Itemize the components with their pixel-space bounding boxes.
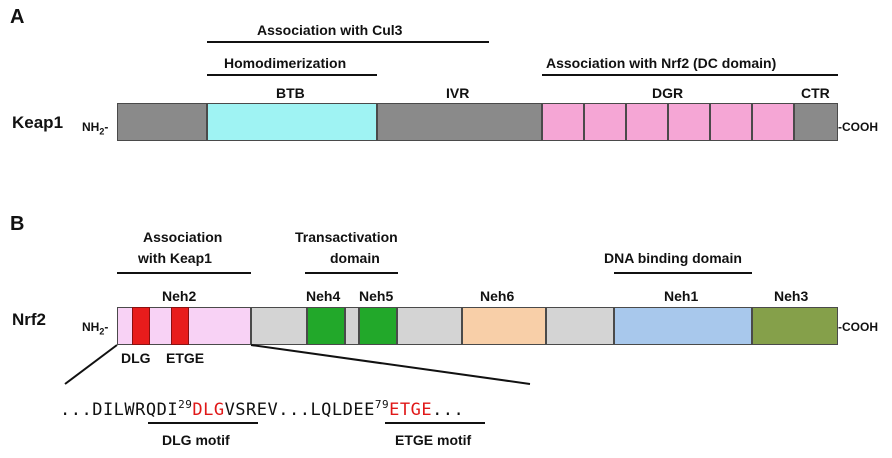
dgr-repeat <box>710 103 752 141</box>
dgr-repeat <box>626 103 668 141</box>
neh2-sequence: ...DILWRQDI29DLGVSREV...LQLDEE79ETGE... <box>60 398 465 420</box>
dgr-repeat <box>752 103 794 141</box>
etge-motif-label: ETGE motif <box>395 432 472 448</box>
neh2-label: Neh2 <box>162 288 197 304</box>
etge-motif-box <box>171 307 189 345</box>
dlg-motif-box <box>132 307 150 345</box>
keap1-label: Keap1 <box>12 113 64 132</box>
dlg-motif-bracket <box>148 422 258 424</box>
association-keap1-bracket <box>117 272 251 274</box>
neh5-label: Neh5 <box>359 288 394 304</box>
ivr-label: IVR <box>446 85 470 101</box>
dna-binding-bracket <box>614 272 752 274</box>
panel-b-label: B <box>10 213 25 235</box>
btb-label: BTB <box>276 85 305 101</box>
zoom-line-left <box>64 344 118 385</box>
association-keap1-label-line2: with Keap1 <box>138 250 212 266</box>
dgr-repeat <box>542 103 584 141</box>
neh1-label: Neh1 <box>664 288 699 304</box>
association-nrf2-label: Association with Nrf2 (DC domain) <box>546 55 777 71</box>
nrf2-label: Nrf2 <box>12 310 47 329</box>
transactivation-label-line2: domain <box>330 250 380 266</box>
zoom-line-right <box>250 344 531 385</box>
ivr-domain <box>377 103 542 141</box>
linker-segment <box>345 307 359 345</box>
neh1-domain <box>614 307 752 345</box>
nrf2-nterm-label: NH2- <box>82 320 109 337</box>
dgr-repeat <box>584 103 626 141</box>
association-keap1-label-line1: Association <box>143 229 223 245</box>
dna-binding-label: DNA binding domain <box>604 250 742 266</box>
etge-label: ETGE <box>166 350 205 366</box>
linker-segment <box>546 307 614 345</box>
btb-domain <box>207 103 377 141</box>
neh4-label: Neh4 <box>306 288 341 304</box>
neh4-domain <box>307 307 345 345</box>
keap1-nterm-label: NH2- <box>82 120 109 137</box>
neh3-label: Neh3 <box>774 288 809 304</box>
dlg-motif-label: DLG motif <box>162 432 230 448</box>
nrf2-cterm-label: -COOH <box>838 320 878 334</box>
panel-a-label: A <box>10 6 25 28</box>
etge-motif-bracket <box>385 422 485 424</box>
keap1-cterm-label: -COOH <box>838 120 878 134</box>
neh3-domain <box>752 307 838 345</box>
association-cul3-label: Association with Cul3 <box>257 22 403 38</box>
dgr-repeat <box>668 103 710 141</box>
dgr-label: DGR <box>652 85 684 101</box>
association-nrf2-bracket <box>542 74 838 76</box>
neh5-domain <box>359 307 397 345</box>
dlg-label: DLG <box>121 350 151 366</box>
association-cul3-bracket <box>207 41 489 43</box>
linker-segment <box>397 307 462 345</box>
neh6-label: Neh6 <box>480 288 515 304</box>
homodimerization-bracket <box>207 74 377 76</box>
ctr-domain <box>794 103 838 141</box>
transactivation-bracket <box>305 272 398 274</box>
ctr-label: CTR <box>801 85 830 101</box>
neh6-domain <box>462 307 546 345</box>
transactivation-label-line1: Transactivation <box>295 229 398 245</box>
linker-segment <box>251 307 307 345</box>
keap1-nterm-segment <box>117 103 207 141</box>
homodimerization-label: Homodimerization <box>224 55 347 71</box>
